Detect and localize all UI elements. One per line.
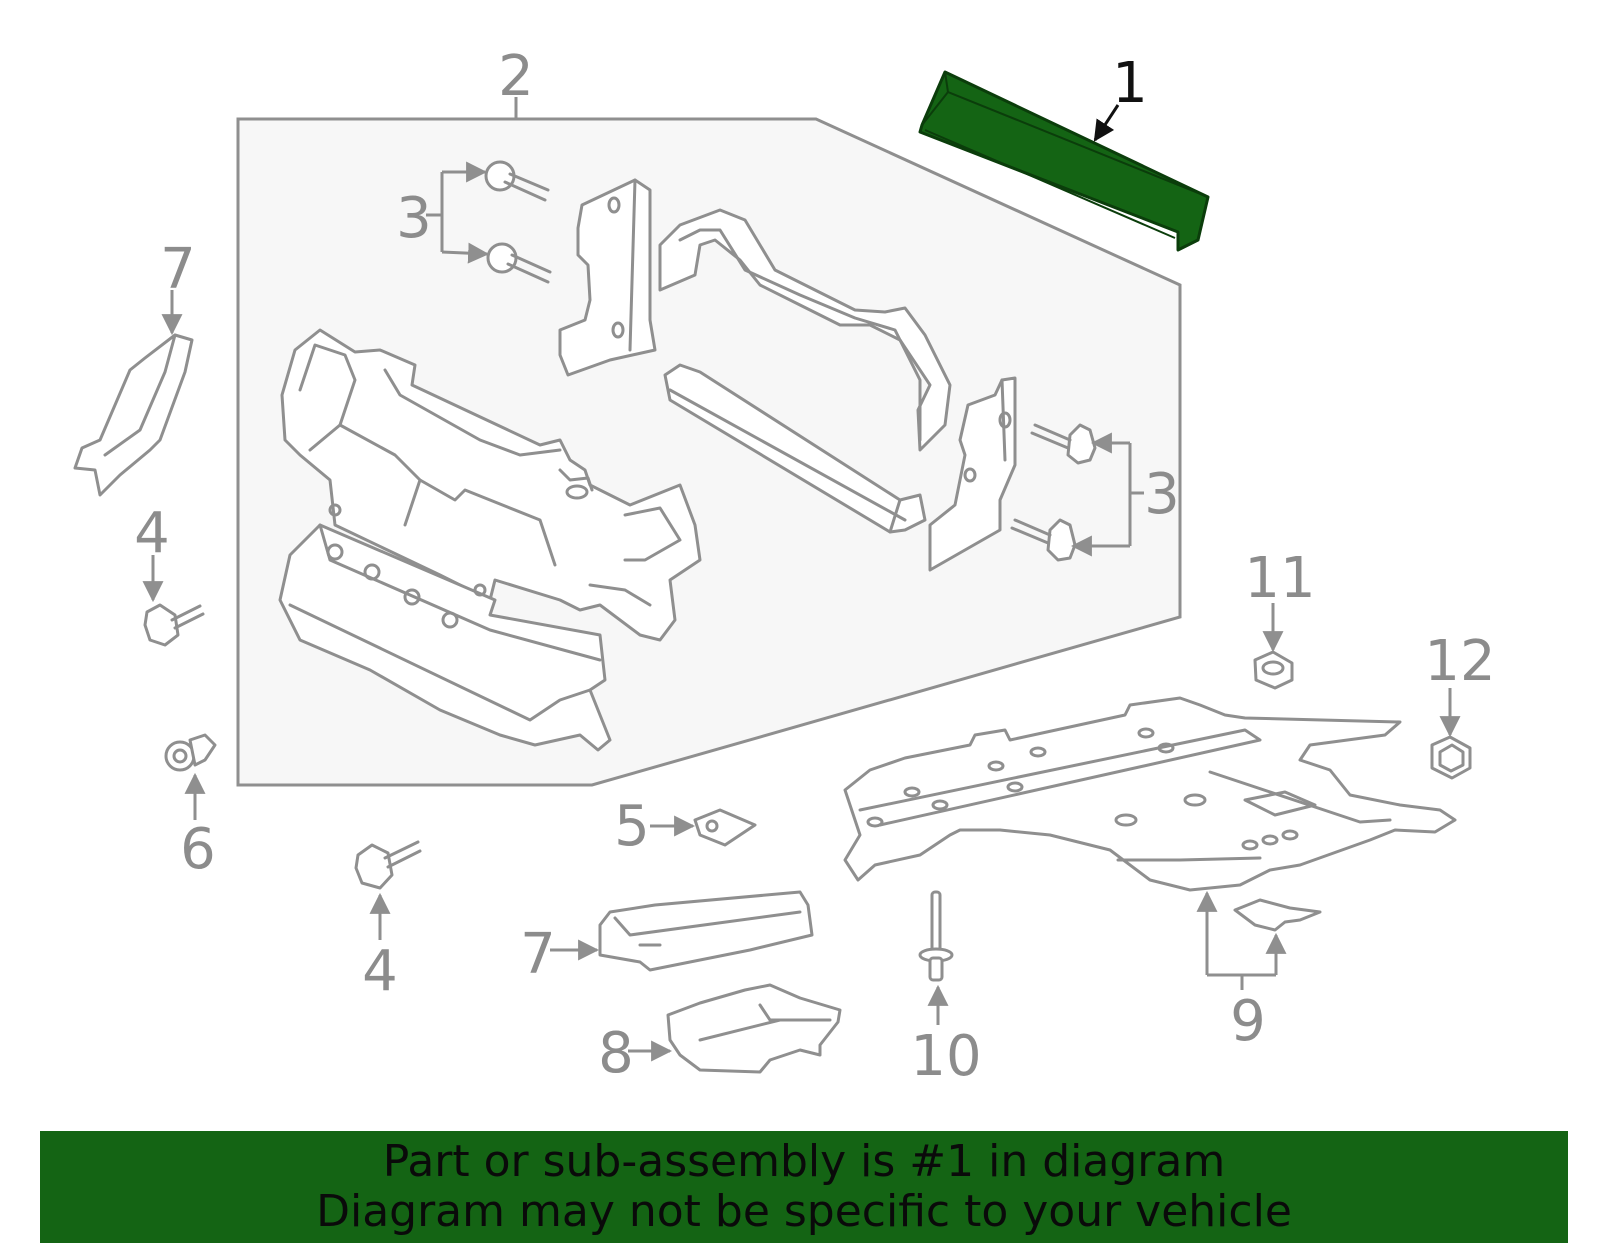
- callout-11: 11: [1244, 546, 1315, 611]
- part-1-highlight[interactable]: [918, 70, 1210, 252]
- bolt-4-lower: [354, 840, 422, 890]
- cross-bar-part: [663, 363, 927, 534]
- lower-beam-part: [278, 503, 612, 752]
- callout-9: 9: [1230, 989, 1266, 1054]
- callout-3-left: 3: [396, 186, 432, 251]
- part-8: [666, 983, 842, 1074]
- bolt-3b: [486, 242, 552, 284]
- undercover-9: [843, 696, 1457, 892]
- parts-diagram: 2 1 3 3 7 4 6 4 5 7 8 10 9 11 12: [73, 44, 1496, 1089]
- callout-10: 10: [910, 1024, 981, 1089]
- banner-line-1: Part or sub-assembly is #1 in diagram: [382, 1136, 1226, 1187]
- left-bracket-part: [558, 178, 657, 377]
- callout-12: 12: [1424, 629, 1495, 694]
- nut-11: [1253, 650, 1294, 690]
- callout-3-right: 3: [1144, 462, 1180, 527]
- callout-2: 2: [498, 44, 534, 109]
- undercover-9-plate: [1233, 898, 1322, 932]
- callout-6: 6: [180, 817, 216, 882]
- callout-7-lower: 7: [520, 922, 556, 987]
- callout-5: 5: [614, 794, 650, 859]
- clip-5: [693, 808, 757, 847]
- core-support-part: [280, 328, 702, 642]
- bolt-3c: [1030, 423, 1097, 465]
- callout-4-lower: 4: [362, 939, 398, 1004]
- part-7-upper: [73, 333, 194, 497]
- banner-line-2: Diagram may not be specific to your vehi…: [316, 1186, 1292, 1237]
- info-banner: Part or sub-assembly is #1 in diagram Di…: [40, 1131, 1568, 1243]
- bolt-4-left: [143, 603, 205, 647]
- callout-7-upper: 7: [160, 237, 196, 302]
- nut-12: [1430, 735, 1472, 780]
- callout-1: 1: [1112, 51, 1148, 116]
- pin-10: [918, 890, 954, 982]
- part-7-lower: [598, 890, 814, 972]
- bolt-3a: [484, 160, 550, 202]
- clip-6: [164, 733, 217, 772]
- right-bracket-part: [928, 376, 1017, 572]
- callout-4-left: 4: [134, 501, 170, 566]
- upper-arch-part: [658, 208, 952, 452]
- callout-8: 8: [598, 1021, 634, 1086]
